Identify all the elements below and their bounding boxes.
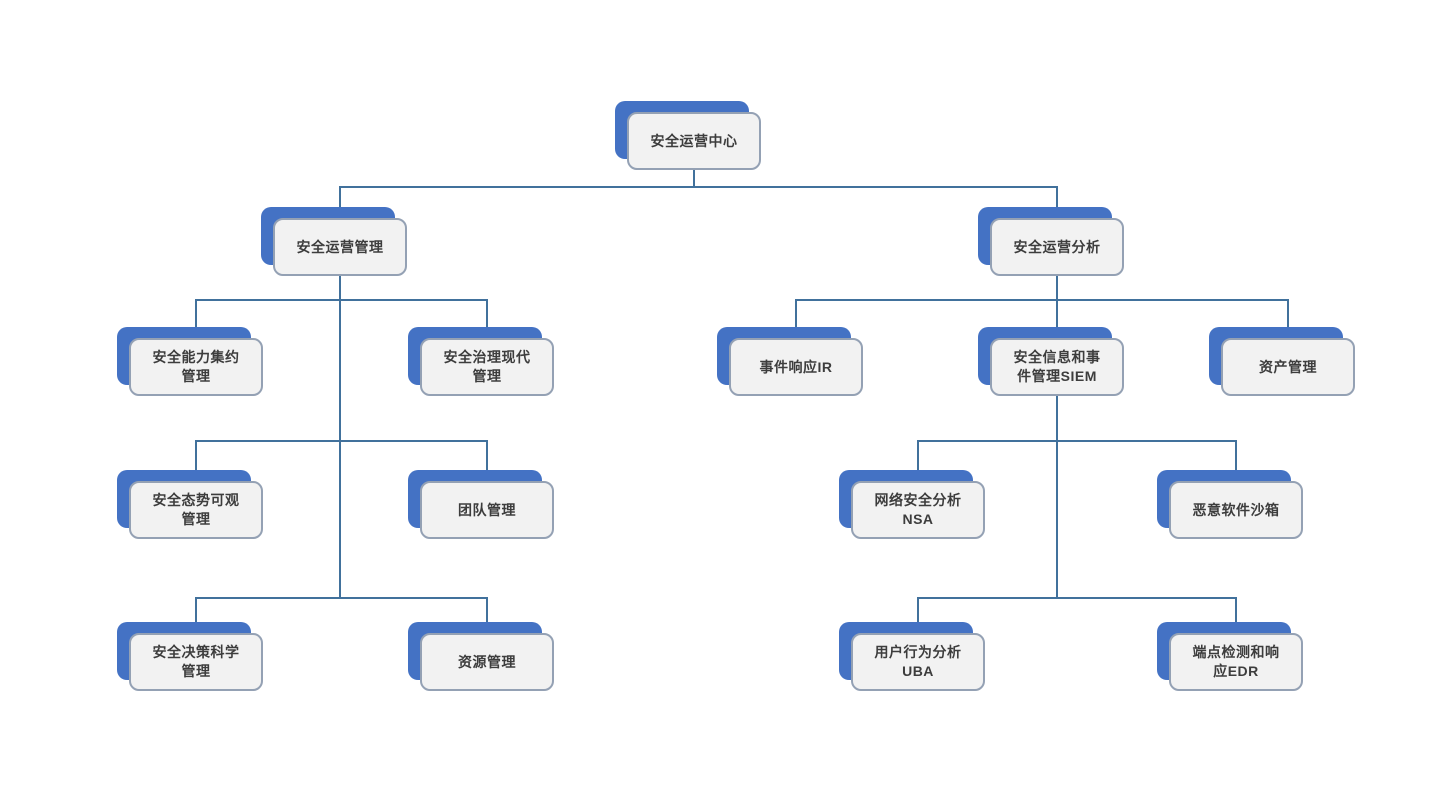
connector-line <box>339 186 1058 188</box>
node-label-line: 管理 <box>181 368 211 384</box>
connector-line <box>195 597 487 599</box>
connector-line <box>486 597 488 633</box>
node-security-posture-observability-management[interactable]: 安全态势可观 管理 <box>117 470 263 539</box>
node-card: 安全运营分析 <box>990 218 1124 276</box>
node-user-behavior-analytics-uba[interactable]: 用户行为分析 UBA <box>839 622 985 691</box>
connector-line <box>486 299 488 338</box>
node-label-line: 用户行为分析 <box>874 644 962 660</box>
node-label-line: 安全治理现代 <box>443 349 531 365</box>
node-card: 安全态势可观 管理 <box>129 481 263 539</box>
node-capability-intensive-management[interactable]: 安全能力集约 管理 <box>117 327 263 396</box>
connector-line <box>795 299 797 338</box>
connector-line <box>917 440 919 481</box>
node-card: 安全能力集约 管理 <box>129 338 263 396</box>
node-card: 安全信息和事 件管理SIEM <box>990 338 1124 396</box>
node-security-decision-science-management[interactable]: 安全决策科学 管理 <box>117 622 263 691</box>
connector-line <box>195 440 487 442</box>
node-label-line: 管理 <box>472 368 502 384</box>
node-card: 网络安全分析 NSA <box>851 481 985 539</box>
connector-line <box>486 440 488 481</box>
node-label-line: 安全能力集约 <box>152 349 240 365</box>
connector-line <box>1056 276 1058 300</box>
node-card: 资源管理 <box>420 633 554 691</box>
node-network-security-analysis-nsa[interactable]: 网络安全分析 NSA <box>839 470 985 539</box>
node-label-line: 管理 <box>181 663 211 679</box>
node-siem[interactable]: 安全信息和事 件管理SIEM <box>978 327 1124 396</box>
connector-line <box>339 186 341 218</box>
node-label-line: 网络安全分析 <box>874 492 962 508</box>
node-security-operations-management[interactable]: 安全运营管理 <box>261 207 407 276</box>
node-security-operations-center[interactable]: 安全运营中心 <box>615 101 761 170</box>
node-label-line: 团队管理 <box>458 501 516 518</box>
node-label-line: 安全运营管理 <box>296 238 384 255</box>
connector-line <box>917 597 919 633</box>
connector-line <box>1287 299 1289 338</box>
node-label-line: 安全决策科学 <box>152 644 240 660</box>
node-team-management[interactable]: 团队管理 <box>408 470 554 539</box>
node-label-line: 安全态势可观 <box>152 492 240 508</box>
node-card: 恶意软件沙箱 <box>1169 481 1303 539</box>
node-malware-sandbox[interactable]: 恶意软件沙箱 <box>1157 470 1303 539</box>
connector-line <box>1235 440 1237 481</box>
node-label-line: 恶意软件沙箱 <box>1192 501 1280 518</box>
node-endpoint-detection-response-edr[interactable]: 端点检测和响 应EDR <box>1157 622 1303 691</box>
node-label-line: UBA <box>902 663 934 679</box>
node-label-line: 资产管理 <box>1259 358 1317 375</box>
node-governance-modernization-management[interactable]: 安全治理现代 管理 <box>408 327 554 396</box>
node-card: 事件响应IR <box>729 338 863 396</box>
connector-line <box>795 299 1288 301</box>
connector-line <box>195 299 197 338</box>
connector-line <box>917 597 1237 599</box>
node-card: 安全决策科学 管理 <box>129 633 263 691</box>
node-incident-response-ir[interactable]: 事件响应IR <box>717 327 863 396</box>
node-label-line: 安全运营分析 <box>1013 238 1101 255</box>
node-label-line: 安全运营中心 <box>650 132 738 149</box>
connector-line <box>1235 597 1237 633</box>
connector-line <box>917 440 1237 442</box>
node-label-line: 应EDR <box>1213 663 1259 679</box>
node-label-line: 事件响应IR <box>759 358 833 375</box>
node-card: 资产管理 <box>1221 338 1355 396</box>
node-card: 安全运营管理 <box>273 218 407 276</box>
node-label-line: 端点检测和响 <box>1192 644 1280 660</box>
node-card: 安全运营中心 <box>627 112 761 170</box>
node-card: 团队管理 <box>420 481 554 539</box>
node-label-line: 安全信息和事 <box>1013 349 1101 365</box>
node-card: 安全治理现代 管理 <box>420 338 554 396</box>
node-asset-management[interactable]: 资产管理 <box>1209 327 1355 396</box>
connector-line <box>195 597 197 633</box>
node-label-line: 资源管理 <box>458 653 516 670</box>
node-label-line: 件管理SIEM <box>1017 368 1097 384</box>
connector-line <box>195 299 487 301</box>
connector-line <box>1056 186 1058 218</box>
node-card: 用户行为分析 UBA <box>851 633 985 691</box>
connector-line <box>1056 396 1058 598</box>
connector-line <box>693 170 695 187</box>
node-label-line: NSA <box>902 511 934 527</box>
node-card: 端点检测和响 应EDR <box>1169 633 1303 691</box>
node-resource-management[interactable]: 资源管理 <box>408 622 554 691</box>
node-security-operations-analysis[interactable]: 安全运营分析 <box>978 207 1124 276</box>
connector-line <box>1056 299 1058 338</box>
connector-line <box>195 440 197 481</box>
connector-line <box>339 276 341 598</box>
node-label-line: 管理 <box>181 511 211 527</box>
